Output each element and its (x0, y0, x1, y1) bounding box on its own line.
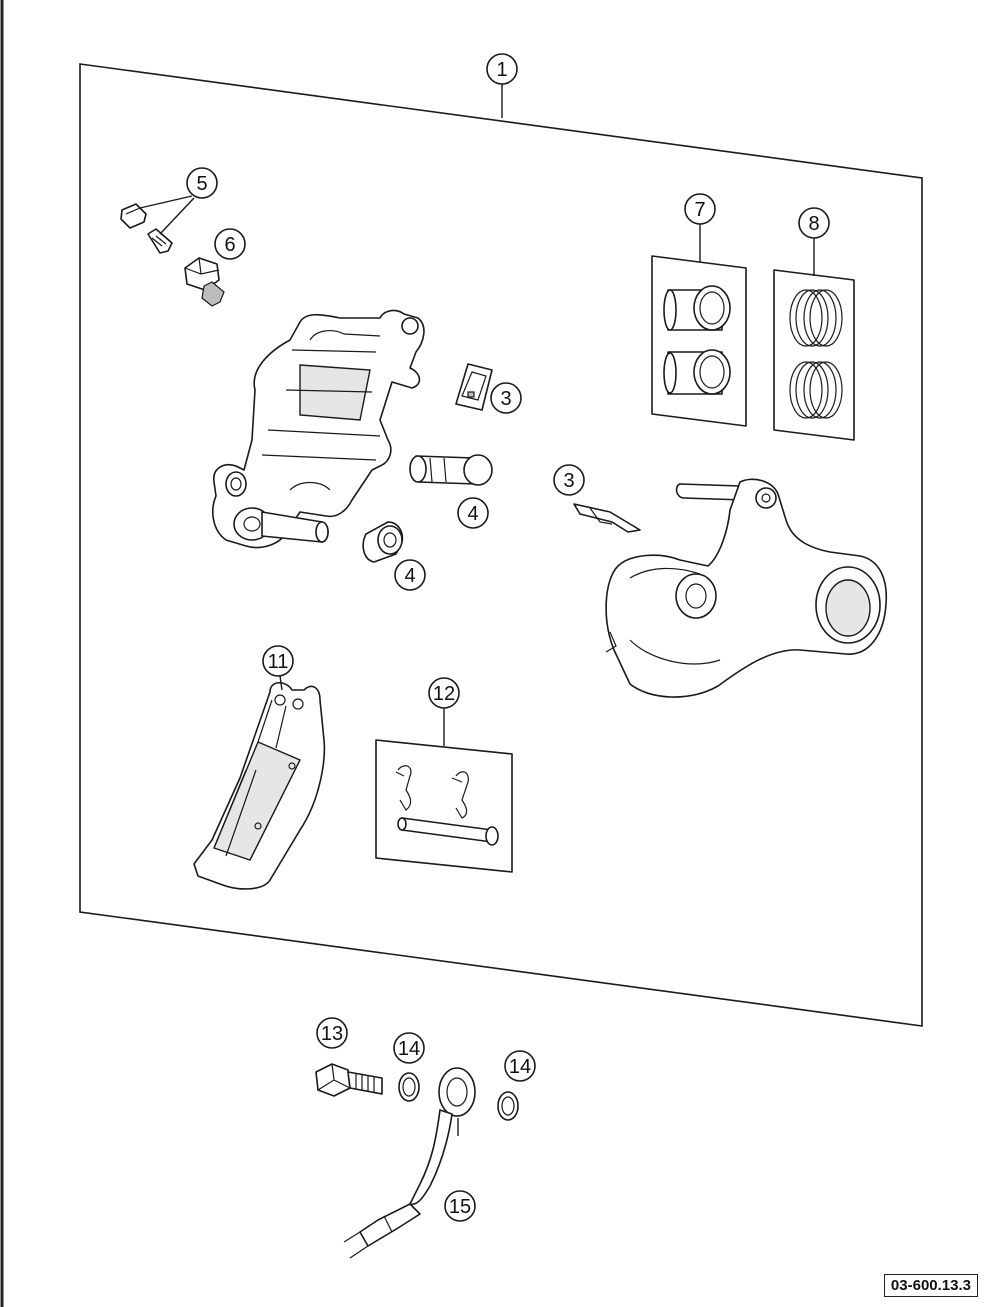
callout-11: 11 (262, 645, 294, 677)
callout-14-left-label: 14 (398, 1038, 420, 1060)
callout-3-lower-label: 3 (563, 470, 574, 492)
callout-15: 15 (444, 1190, 476, 1222)
sealing-ring-part-2 (497, 1091, 519, 1121)
callout-12: 12 (428, 677, 460, 709)
callouts: 1 5 6 7 8 3 3 4 (186, 53, 830, 1222)
callout-4-upper-label: 4 (467, 503, 478, 525)
piston-kit-part (651, 255, 747, 427)
pin-and-clip-kit-part (375, 739, 513, 873)
callout-11-label: 11 (268, 651, 289, 673)
brake-pads-part (193, 681, 326, 890)
callout-5: 5 (186, 167, 218, 199)
callout-4-lower-label: 4 (404, 565, 415, 587)
drawing-number-label: 03-600.13.3 (883, 1274, 978, 1297)
callout-4-upper: 4 (457, 497, 489, 529)
callout-5-label: 5 (196, 173, 207, 195)
bleeder-valve-part (120, 203, 173, 254)
callout-14-right: 14 (504, 1050, 536, 1082)
leader-lines (139, 84, 815, 1136)
callout-3-lower: 3 (553, 464, 585, 496)
callout-13: 13 (316, 1017, 348, 1049)
callout-7: 7 (684, 193, 716, 225)
callout-13-label: 13 (321, 1023, 343, 1045)
callout-6: 6 (214, 228, 246, 260)
callout-8: 8 (798, 207, 830, 239)
caliper-support-part (605, 478, 888, 698)
sealing-ring-part (398, 1072, 420, 1102)
callout-14-left: 14 (393, 1032, 425, 1064)
callout-12-label: 12 (433, 683, 455, 705)
pad-spring-part (455, 363, 493, 411)
callout-8-label: 8 (808, 213, 819, 235)
retaining-spring-part (573, 503, 641, 533)
callout-3-upper-label: 3 (500, 388, 511, 410)
caliper-body-part (212, 309, 425, 549)
callout-6-label: 6 (224, 234, 235, 256)
callout-1: 1 (486, 53, 518, 85)
brake-line-part (343, 1067, 476, 1259)
banjo-bolt-part (315, 1063, 383, 1097)
callout-1-label: 1 (496, 59, 507, 81)
callout-15-label: 15 (449, 1196, 471, 1218)
callout-14-right-label: 14 (509, 1056, 531, 1078)
callout-3-upper: 3 (490, 382, 522, 414)
callout-4-lower: 4 (394, 559, 426, 591)
callout-7-label: 7 (694, 199, 705, 221)
plug-screw-part (184, 257, 225, 307)
seal-ring-kit-part (773, 269, 855, 441)
guide-pin-part (409, 454, 493, 486)
bushing-part (362, 521, 404, 563)
